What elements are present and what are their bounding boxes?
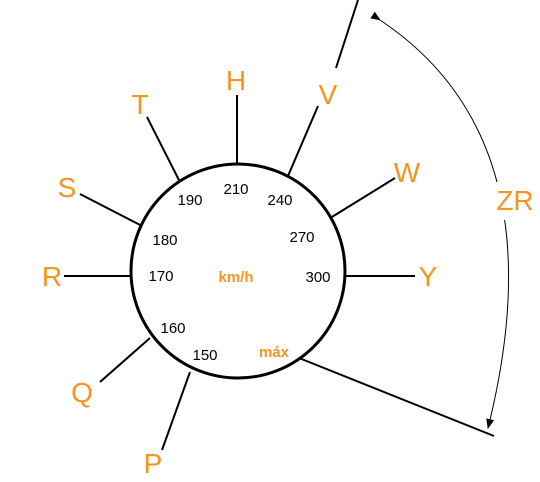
rating-letter-w: W xyxy=(394,157,421,188)
range-label-bg xyxy=(490,182,540,220)
range-arc xyxy=(370,11,510,429)
spoke-line-p xyxy=(161,371,191,451)
speed-circle xyxy=(129,162,347,380)
max-label: máx xyxy=(259,344,290,361)
rating-letter-s: S xyxy=(58,172,77,203)
spoke-line-t xyxy=(146,116,183,187)
spoke-line-w xyxy=(326,177,396,221)
rating-letter-p: P xyxy=(144,448,163,479)
range-label: ZR xyxy=(496,185,533,216)
max-line-lower xyxy=(298,357,495,437)
speed-value-y: 300 xyxy=(305,269,330,286)
rating-letter-q: Q xyxy=(71,377,93,408)
speed-value-w: 270 xyxy=(289,229,314,246)
speed-value-s: 180 xyxy=(152,232,177,249)
spoke-line-q xyxy=(99,337,151,383)
max-line-upper xyxy=(335,0,359,69)
speed-value-v: 240 xyxy=(267,192,292,209)
rating-letter-r: R xyxy=(42,261,62,292)
speed-value-q: 160 xyxy=(160,320,185,337)
rating-letter-t: T xyxy=(131,89,148,120)
rating-letter-v: V xyxy=(319,79,338,110)
speed-value-t: 190 xyxy=(177,192,202,209)
rating-letter-y: Y xyxy=(419,261,438,292)
speed-value-h: 210 xyxy=(223,181,248,198)
speed-value-r: 170 xyxy=(148,268,173,285)
spoke-line-v xyxy=(287,105,319,177)
spoke-line-s xyxy=(79,193,147,229)
rating-letter-h: H xyxy=(226,65,246,96)
speed-value-p: 150 xyxy=(192,347,217,364)
unit-label: km/h xyxy=(218,269,253,286)
